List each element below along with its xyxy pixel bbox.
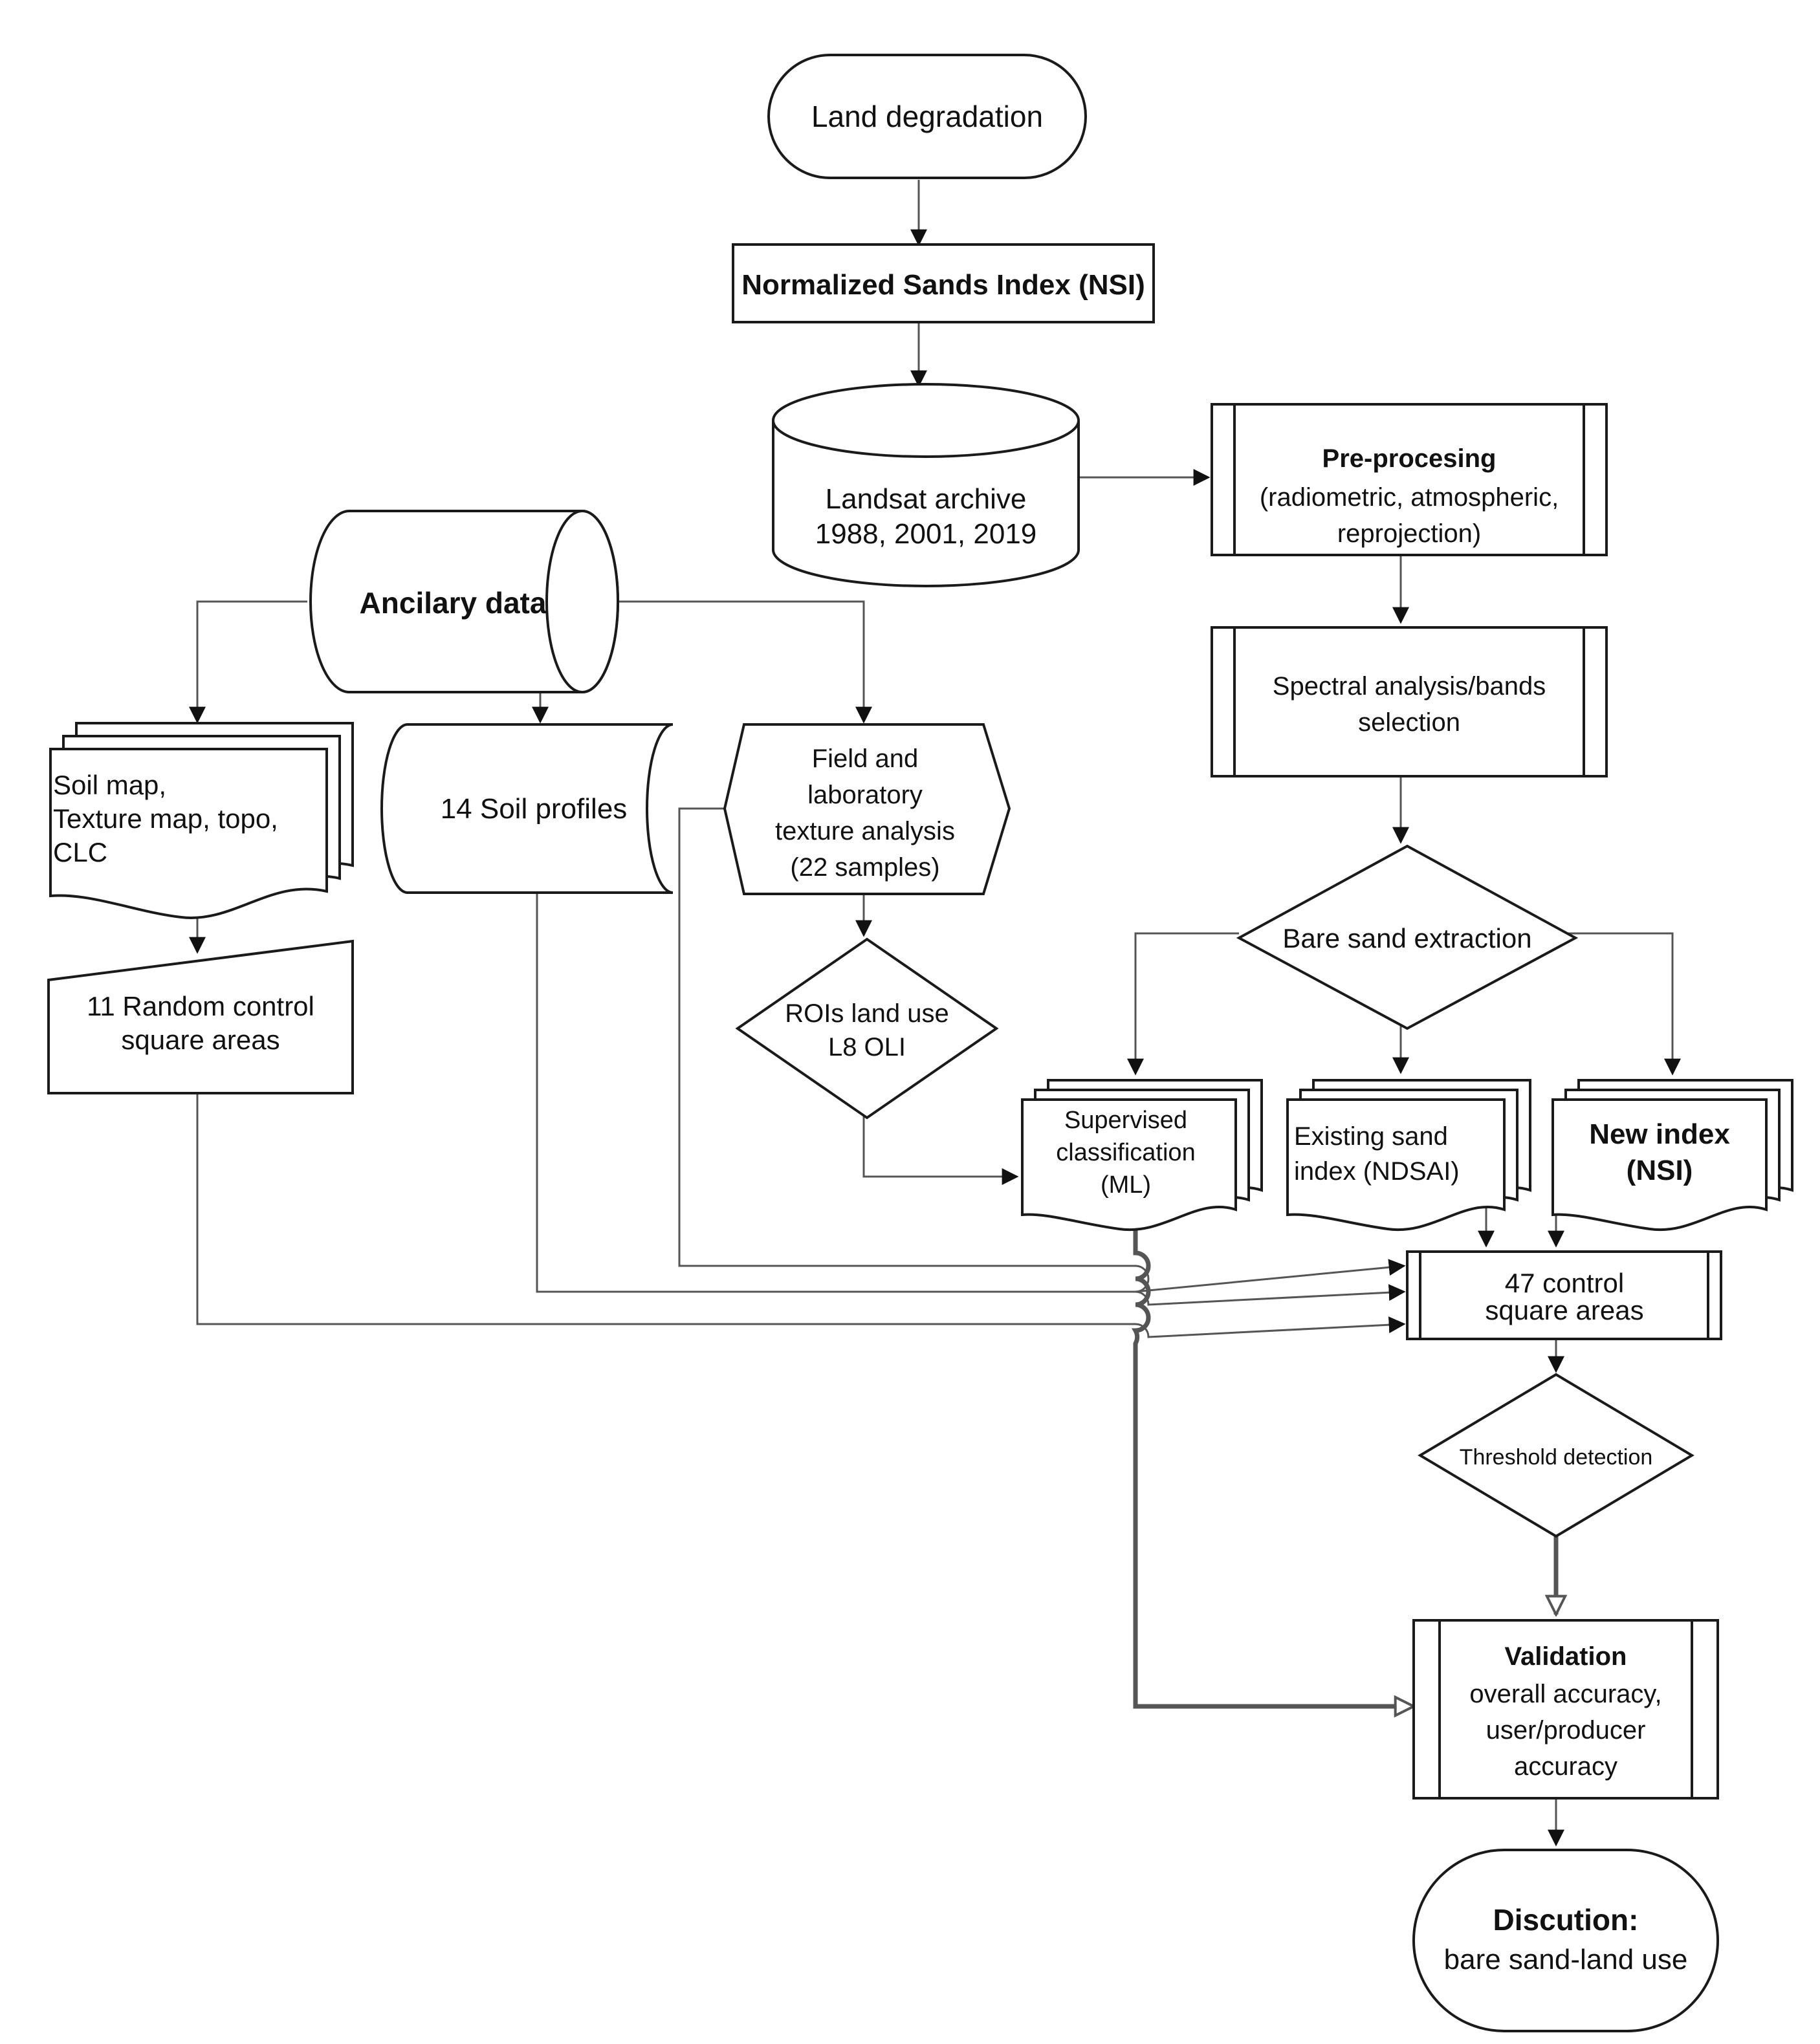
existing-index-line1: Existing sand bbox=[1294, 1122, 1448, 1151]
node-land-degradation: Land degradation bbox=[767, 54, 1087, 179]
soil-profiles-label: 14 Soil profiles bbox=[441, 793, 628, 825]
validation-line1: overall accuracy, bbox=[1469, 1680, 1661, 1708]
field-lab-line3: texture analysis bbox=[775, 817, 955, 845]
random-control-line1: 11 Random control bbox=[87, 991, 314, 1021]
supervised-line1: Supervised bbox=[1064, 1107, 1187, 1134]
field-lab-line1: Field and bbox=[812, 745, 919, 773]
node-rois: ROIs land use L8 OLI bbox=[735, 937, 999, 1120]
arrow-field-to-control47 bbox=[678, 807, 1406, 1293]
node-bare-sand-extraction: Bare sand extraction bbox=[1236, 844, 1579, 1030]
rois-line1: ROIs land use bbox=[785, 999, 948, 1028]
arrow-soilprofiles-to-control47 bbox=[536, 889, 1406, 1306]
discussion-title: Discution: bbox=[1493, 1903, 1639, 1937]
node-random-control: 11 Random control square areas bbox=[47, 939, 354, 1094]
soil-map-line1: Soil map, bbox=[53, 770, 166, 800]
supervised-line2: classification bbox=[1056, 1139, 1195, 1166]
nsi-title-label: Normalized Sands Index (NSI) bbox=[741, 269, 1145, 301]
control47-line2: square areas bbox=[1485, 1295, 1643, 1325]
random-control-line2: square areas bbox=[121, 1025, 280, 1055]
node-discussion: Discution: bare sand-land use bbox=[1412, 1849, 1719, 2032]
preprocessing-line1: (radiometric, atmospheric, bbox=[1260, 483, 1559, 512]
validation-title: Validation bbox=[1505, 1642, 1627, 1671]
node-preprocessing: Pre-procesing (radiometric, atmospheric,… bbox=[1211, 403, 1608, 556]
new-index-line1: New index bbox=[1589, 1118, 1730, 1150]
landsat-label-line2: 1988, 2001, 2019 bbox=[815, 518, 1037, 550]
node-supervised-classification: Supervised classification (ML) bbox=[1021, 1079, 1263, 1232]
node-validation: Validation overall accuracy, user/produc… bbox=[1412, 1619, 1719, 1799]
validation-line2: user/producer bbox=[1486, 1716, 1646, 1745]
arrow-baresand-to-newindex bbox=[1562, 932, 1681, 1076]
new-index-line2: (NSI) bbox=[1627, 1155, 1693, 1186]
node-soil-profiles: 14 Soil profiles bbox=[380, 723, 674, 894]
field-lab-line4: (22 samples) bbox=[790, 853, 939, 882]
threshold-label: Threshold detection bbox=[1460, 1445, 1653, 1470]
preprocessing-line2: reprojection) bbox=[1337, 519, 1481, 548]
node-threshold-detection: Threshold detection bbox=[1418, 1373, 1694, 1538]
field-lab-line2: laboratory bbox=[807, 781, 923, 809]
validation-line3: accuracy bbox=[1514, 1752, 1617, 1781]
node-spectral-analysis: Spectral analysis/bands selection bbox=[1211, 626, 1608, 777]
node-control-47: 47 control square areas bbox=[1406, 1250, 1722, 1340]
node-nsi-title: Normalized Sands Index (NSI) bbox=[732, 243, 1155, 323]
rois-line2: L8 OLI bbox=[828, 1033, 906, 1061]
node-landsat-archive: Landsat archive 1988, 2001, 2019 bbox=[772, 383, 1080, 587]
node-soil-map: Soil map, Texture map, topo, CLC bbox=[49, 722, 354, 919]
node-existing-index: Existing sand index (NDSAI) bbox=[1286, 1079, 1531, 1232]
node-field-lab: Field and laboratory texture analysis (2… bbox=[723, 723, 1011, 895]
node-new-index: New index (NSI) bbox=[1551, 1079, 1793, 1232]
node-ancillary-data: Ancilary data bbox=[309, 510, 619, 693]
soil-map-line2: Texture map, topo, bbox=[53, 803, 278, 834]
discussion-line1: bare sand-land use bbox=[1444, 1944, 1688, 1975]
connectors bbox=[189, 180, 1681, 1847]
supervised-line3: (ML) bbox=[1101, 1171, 1151, 1199]
control47-line1: 47 control bbox=[1505, 1268, 1624, 1298]
arrow-baresand-to-supervised bbox=[1127, 932, 1239, 1076]
ancillary-label: Ancilary data bbox=[360, 586, 547, 620]
preprocessing-title: Pre-procesing bbox=[1322, 444, 1497, 473]
arrow-supervised-to-validation bbox=[1131, 1214, 1414, 1706]
landsat-label-line1: Landsat archive bbox=[826, 483, 1027, 515]
bare-sand-label: Bare sand extraction bbox=[1282, 923, 1531, 953]
arrow-rois-to-supervised bbox=[862, 1116, 1019, 1185]
spectral-line2: selection bbox=[1358, 708, 1460, 737]
arrow-ancillary-to-soilmap bbox=[189, 600, 307, 724]
soil-map-line3: CLC bbox=[53, 837, 107, 867]
arrow-ancillary-to-field bbox=[615, 600, 872, 724]
existing-index-line2: index (NDSAI) bbox=[1294, 1157, 1460, 1186]
land-degradation-label: Land degradation bbox=[811, 100, 1043, 133]
spectral-line1: Spectral analysis/bands bbox=[1273, 672, 1546, 701]
